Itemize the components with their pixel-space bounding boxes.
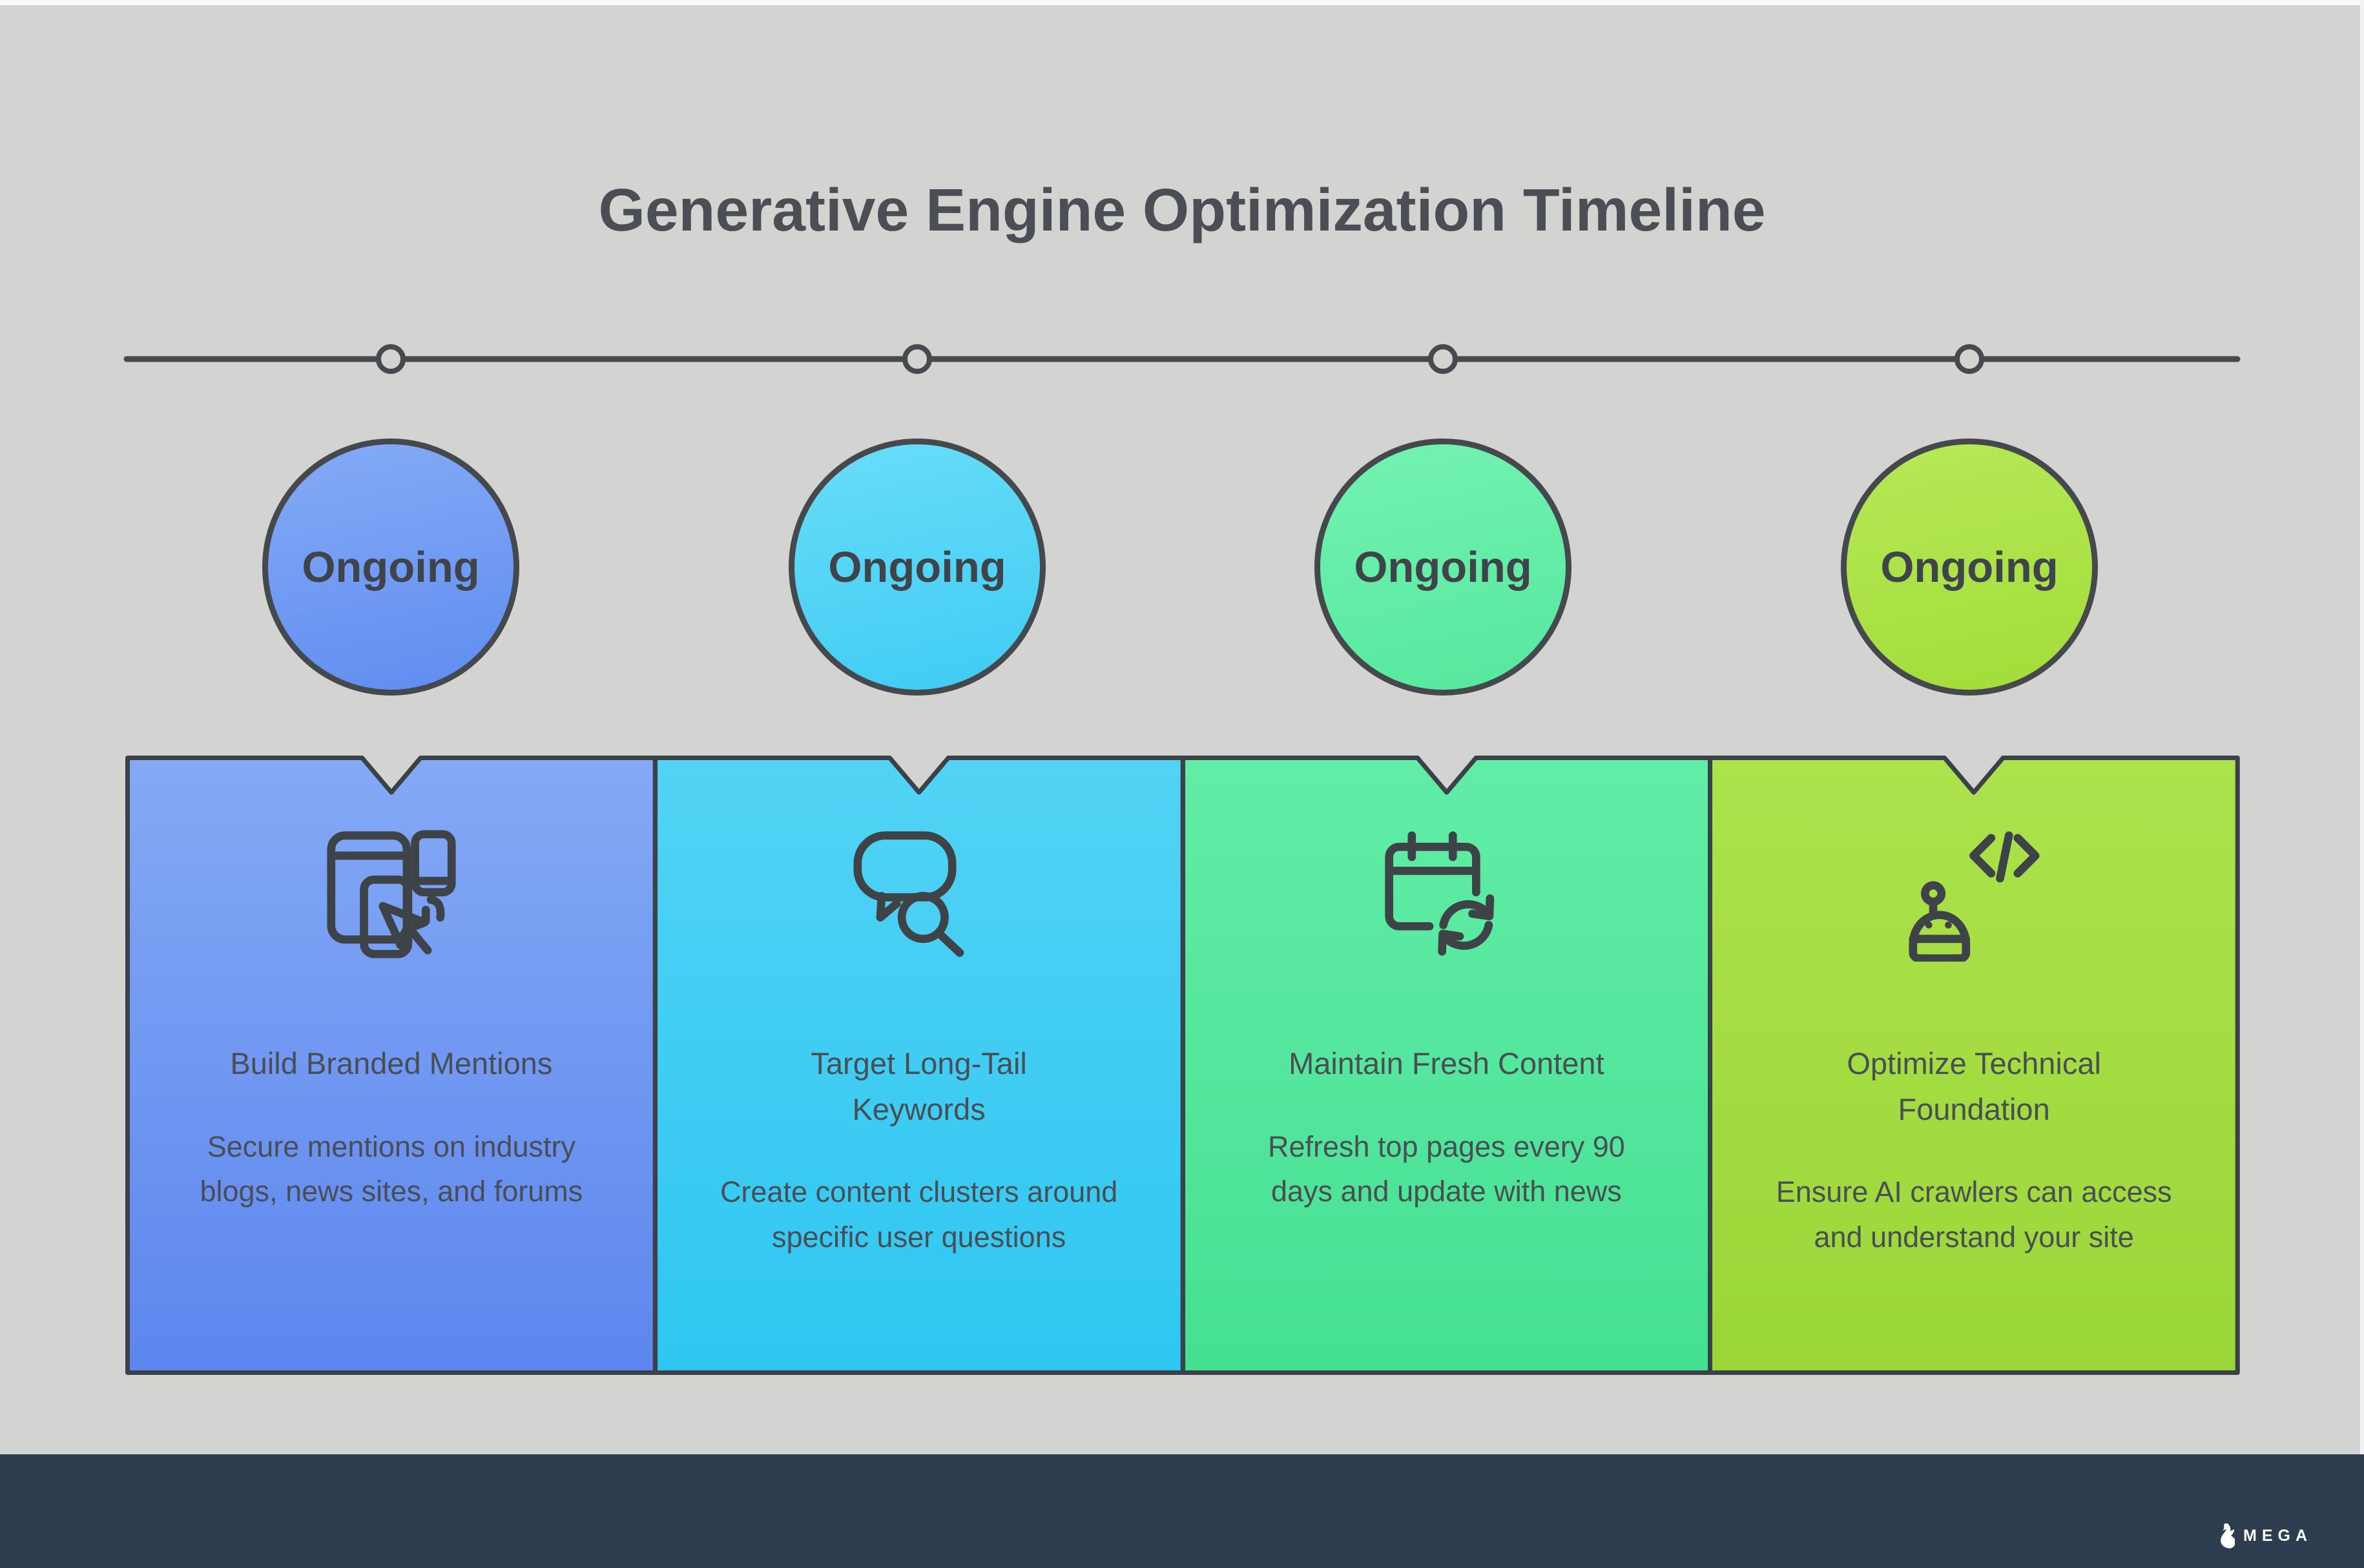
status-badge-ongoing-2: Ongoing xyxy=(789,438,1046,696)
card-heading: Maintain Fresh Content xyxy=(1289,1046,1604,1080)
brand-name: MEGA xyxy=(2243,1526,2312,1545)
page-title: Generative Engine Optimization Timeline xyxy=(598,176,1766,244)
timeline-cards-row: Build Branded Mentions Secure mentions o… xyxy=(125,756,2240,1375)
card-description: Create content clusters around specific … xyxy=(720,1175,1118,1253)
card-description: Secure mentions on industry blogs, news … xyxy=(200,1130,583,1208)
card-heading: Target Long-Tail Keywords xyxy=(811,1046,1027,1126)
card-target-long-tail-keywords: Target Long-Tail Keywords Create content… xyxy=(652,756,1185,1375)
card-description: Ensure AI crawlers can access and unders… xyxy=(1776,1175,2172,1253)
brand-logo: MEGA xyxy=(2215,1523,2312,1549)
chat-search-icon xyxy=(853,830,964,957)
timeline-axis xyxy=(123,344,2241,374)
footer-bar: MEGA xyxy=(0,1454,2364,1568)
badge-label: Ongoing xyxy=(1880,542,2058,592)
status-badge-ongoing-3: Ongoing xyxy=(1314,438,1571,696)
status-badge-ongoing-1: Ongoing xyxy=(262,438,519,696)
devices-cursor-icon xyxy=(327,829,456,958)
robot-code-icon xyxy=(1909,830,2040,962)
card-build-branded-mentions: Build Branded Mentions Secure mentions o… xyxy=(125,756,658,1375)
timeline-node-4 xyxy=(1954,344,1984,374)
card-notched-background xyxy=(1708,756,2240,1375)
timeline-node-1 xyxy=(376,344,406,374)
card-maintain-fresh-content: Maintain Fresh Content Refresh top pages… xyxy=(1180,756,1713,1375)
card-notched-background xyxy=(125,756,658,1375)
timeline-node-3 xyxy=(1428,344,1458,374)
card-optimize-technical-foundation: Optimize Technical Foundation Ensure AI … xyxy=(1708,756,2240,1375)
badge-label: Ongoing xyxy=(828,542,1006,592)
status-badge-ongoing-4: Ongoing xyxy=(1841,438,2098,696)
card-notched-background xyxy=(1180,756,1713,1375)
badge-label: Ongoing xyxy=(1354,542,1532,592)
right-edge-strip xyxy=(2360,0,2364,1454)
badge-label: Ongoing xyxy=(302,542,480,592)
mega-logo-icon xyxy=(2221,1523,2235,1549)
top-edge-strip xyxy=(0,0,2364,5)
calendar-refresh-icon xyxy=(1385,830,1495,956)
card-description: Refresh top pages every 90 days and upda… xyxy=(1267,1130,1625,1208)
card-notched-background xyxy=(652,756,1185,1375)
timeline-node-2 xyxy=(902,344,932,374)
card-heading: Optimize Technical Foundation xyxy=(1847,1046,2101,1126)
card-heading: Build Branded Mentions xyxy=(230,1046,553,1080)
